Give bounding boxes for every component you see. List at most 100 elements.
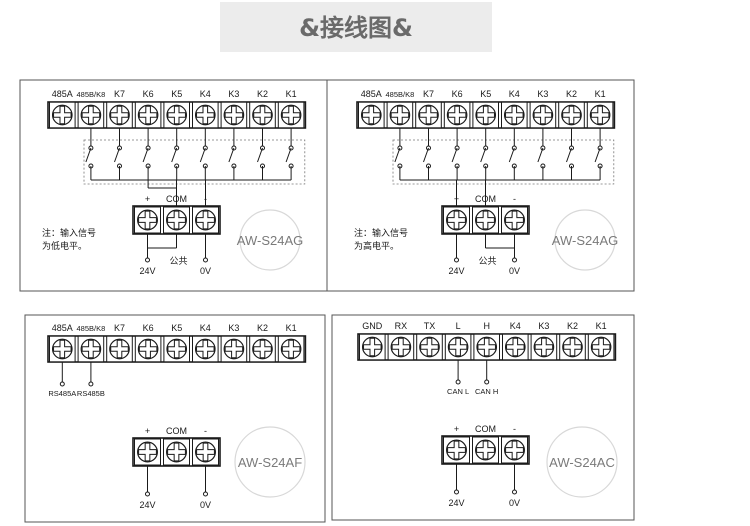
screw-slot — [224, 339, 244, 359]
wire-node — [203, 257, 208, 263]
screw-terminal — [49, 101, 76, 129]
screw-slot — [447, 440, 466, 460]
screw-slot — [138, 442, 157, 462]
screw-slot — [476, 210, 495, 230]
screw-terminal — [416, 333, 443, 361]
terminal-label: K2 — [566, 89, 577, 99]
screw-terminal — [163, 101, 190, 129]
wire-node — [454, 489, 459, 495]
wire-node — [203, 491, 208, 497]
screw-slot — [562, 105, 581, 125]
screw-slot — [53, 105, 72, 125]
power-label-0v: 0V — [509, 266, 520, 276]
model-stamp — [234, 426, 306, 498]
screw-terminal — [134, 101, 162, 129]
terminal-strip — [47, 335, 307, 363]
screw-terminal — [359, 333, 386, 361]
screw-terminal — [77, 335, 105, 363]
screw-terminal — [587, 333, 615, 361]
switch-blade — [285, 147, 292, 163]
screw-slot — [281, 105, 301, 125]
screw-slot — [447, 105, 467, 125]
wiring-panel-p1: 485A485B/K8K7K6K5K4K3K2K1+COM-24V公共0V注：输… — [19, 79, 328, 292]
screw-slot — [419, 105, 438, 125]
switch-blade — [537, 147, 544, 163]
screw-slot — [167, 442, 186, 462]
screw-terminal — [163, 438, 190, 466]
screw-terminal — [358, 101, 385, 129]
switch-blade — [480, 147, 487, 163]
screw-slot — [167, 210, 186, 230]
power-block: +COM- — [132, 426, 221, 467]
power-terminal-label: COM — [166, 426, 187, 436]
screw-slot — [363, 337, 382, 357]
screw-terminal — [192, 101, 219, 129]
terminal-label: K6 — [452, 89, 463, 99]
screw-slot — [81, 339, 101, 359]
power-terminal-label: - — [513, 194, 516, 204]
terminal-label: K4 — [510, 321, 521, 331]
terminal-strip — [356, 101, 616, 129]
wire-node — [454, 257, 459, 263]
screw-terminal — [192, 206, 219, 234]
screw-terminal — [443, 206, 470, 234]
terminal-label: K7 — [114, 89, 125, 99]
power-terminal-label: + — [145, 194, 150, 204]
terminal-label: K5 — [171, 323, 182, 333]
terminal-label: K1 — [596, 321, 607, 331]
terminal-label: K2 — [257, 323, 268, 333]
switch-blade — [257, 147, 263, 163]
switch-blade — [142, 147, 149, 163]
power-terminal-label: COM — [475, 424, 496, 434]
screw-terminal — [472, 101, 499, 129]
wire-node — [59, 381, 65, 387]
screw-terminal — [163, 206, 190, 234]
screw-terminal — [49, 335, 76, 363]
switch-blade — [114, 147, 120, 163]
screw-slot — [390, 105, 410, 125]
screw-terminal — [134, 438, 161, 466]
power-terminal-block — [132, 205, 221, 235]
terminal-label: K3 — [537, 89, 548, 99]
screw-terminal — [443, 101, 471, 129]
screw-slot — [253, 339, 272, 359]
power-label-24v: 24V — [448, 498, 464, 508]
screw-slot — [447, 210, 466, 230]
switch-blade — [394, 147, 401, 163]
screw-slot — [196, 105, 215, 125]
screw-terminal — [134, 206, 161, 234]
power-terminal-block — [132, 437, 221, 467]
screw-slot — [448, 337, 468, 357]
terminal-label: K7 — [423, 89, 434, 99]
power-block: +COM- — [441, 424, 530, 465]
screw-slot — [505, 105, 524, 125]
terminal-label: K1 — [286, 89, 297, 99]
terminal-label: 485B/K8 — [77, 324, 106, 333]
screw-terminal — [134, 335, 162, 363]
screw-terminal — [559, 333, 586, 361]
wire-node — [512, 489, 517, 495]
power-terminal-block — [441, 205, 530, 235]
terminal-label: K6 — [143, 323, 154, 333]
terminal-label: GND — [362, 321, 383, 331]
screw-terminal — [387, 333, 415, 361]
model-stamp — [554, 209, 616, 271]
screw-terminal — [192, 335, 219, 363]
terminal-label: K4 — [509, 89, 520, 99]
screw-terminal — [415, 101, 442, 129]
switch-blade — [171, 147, 178, 163]
terminal-label: RX — [395, 321, 408, 331]
terminal-label: K3 — [228, 89, 239, 99]
wire-node — [145, 491, 150, 497]
screw-slot — [591, 337, 611, 357]
terminal-label: H — [483, 321, 490, 331]
screw-slot — [506, 337, 525, 357]
screw-slot — [281, 339, 301, 359]
screw-terminal — [473, 333, 500, 361]
screw-slot — [196, 339, 215, 359]
terminal-label: K4 — [200, 323, 211, 333]
screw-terminal — [501, 206, 528, 234]
terminal-label: L — [456, 321, 461, 331]
